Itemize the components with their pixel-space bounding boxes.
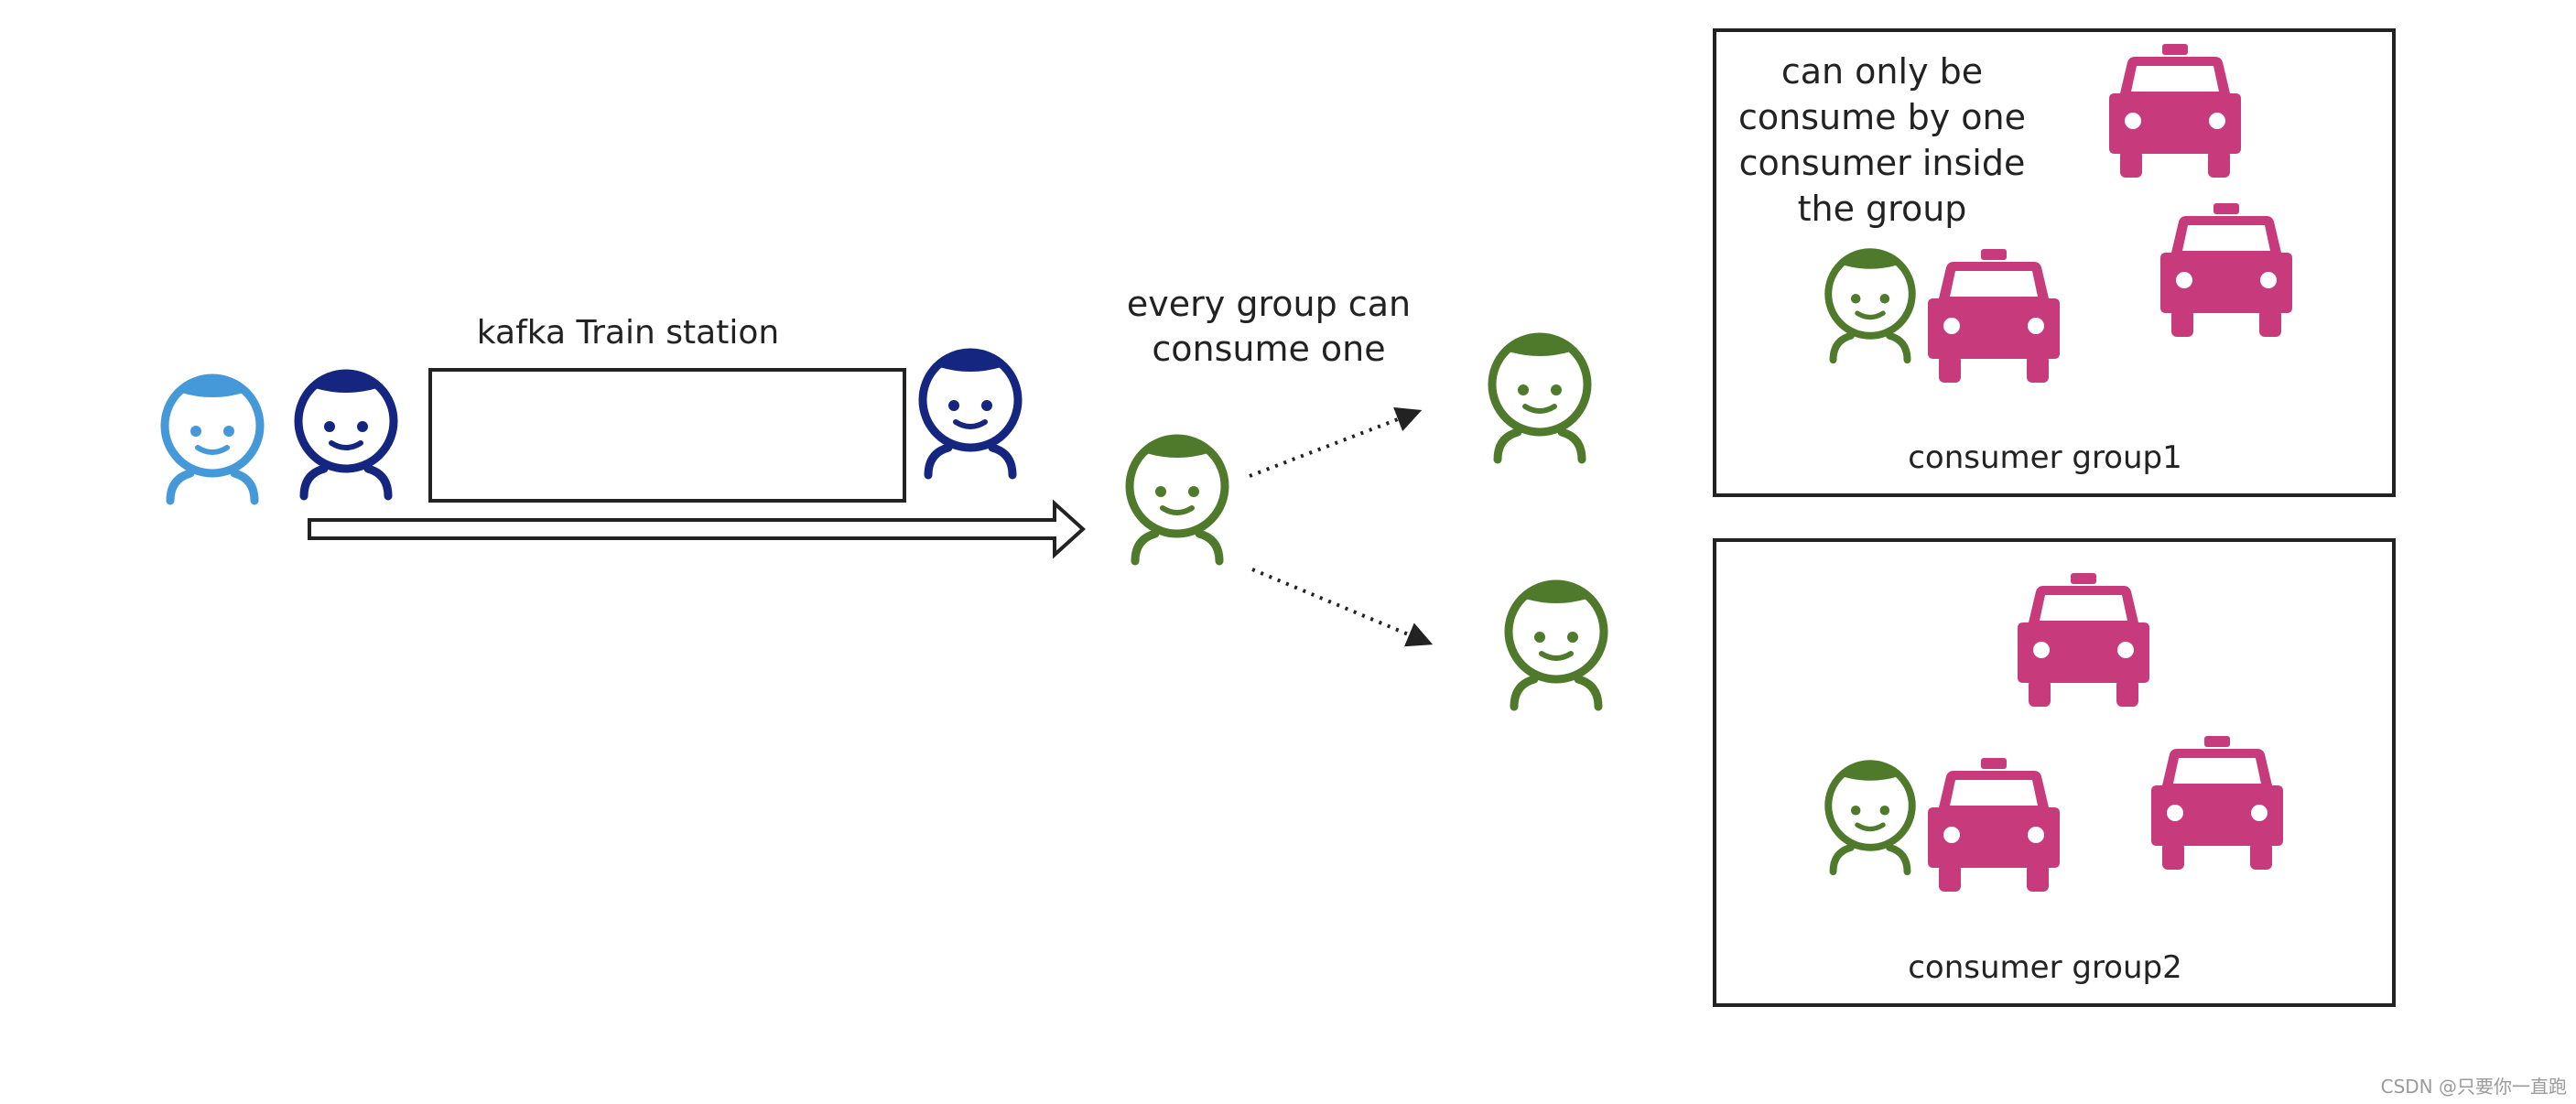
station-label: kafka Train station bbox=[477, 314, 779, 352]
taxi-icon bbox=[1928, 249, 2060, 383]
note-label: consumer inside bbox=[1739, 143, 2026, 183]
person-icon bbox=[1828, 762, 1912, 871]
note-label: the group bbox=[1798, 189, 1967, 229]
person-icon bbox=[1828, 250, 1912, 360]
person-icon bbox=[1130, 437, 1225, 561]
person-icon bbox=[923, 351, 1018, 475]
note-label: consume by one bbox=[1738, 97, 2026, 137]
group1-label: consumer group1 bbox=[1908, 439, 2182, 476]
consumer-group1-box bbox=[1713, 28, 2396, 497]
group2-label: consumer group2 bbox=[1908, 949, 2182, 986]
dotted-arrow-up bbox=[1249, 406, 1423, 478]
every-group-label: every group can bbox=[1127, 284, 1411, 324]
note-label: can only be bbox=[1781, 51, 1983, 92]
taxi-icon bbox=[2151, 736, 2283, 870]
flow-arrow bbox=[308, 499, 1086, 559]
dotted-arrow-down bbox=[1251, 568, 1434, 647]
taxi-icon bbox=[2018, 573, 2149, 707]
taxi-icon bbox=[2109, 44, 2241, 178]
person-icon bbox=[298, 372, 394, 496]
train-station-box bbox=[428, 368, 906, 503]
person-icon bbox=[1492, 335, 1587, 460]
watermark: CSDN @只要你一直跑 bbox=[2380, 1076, 2567, 1098]
person-icon bbox=[1509, 582, 1604, 707]
consumer-group2-box bbox=[1713, 538, 2396, 1007]
every-group-label: consume one bbox=[1152, 329, 1385, 369]
taxi-icon bbox=[2160, 203, 2292, 337]
person-icon bbox=[165, 376, 260, 501]
taxi-icon bbox=[1928, 758, 2060, 892]
